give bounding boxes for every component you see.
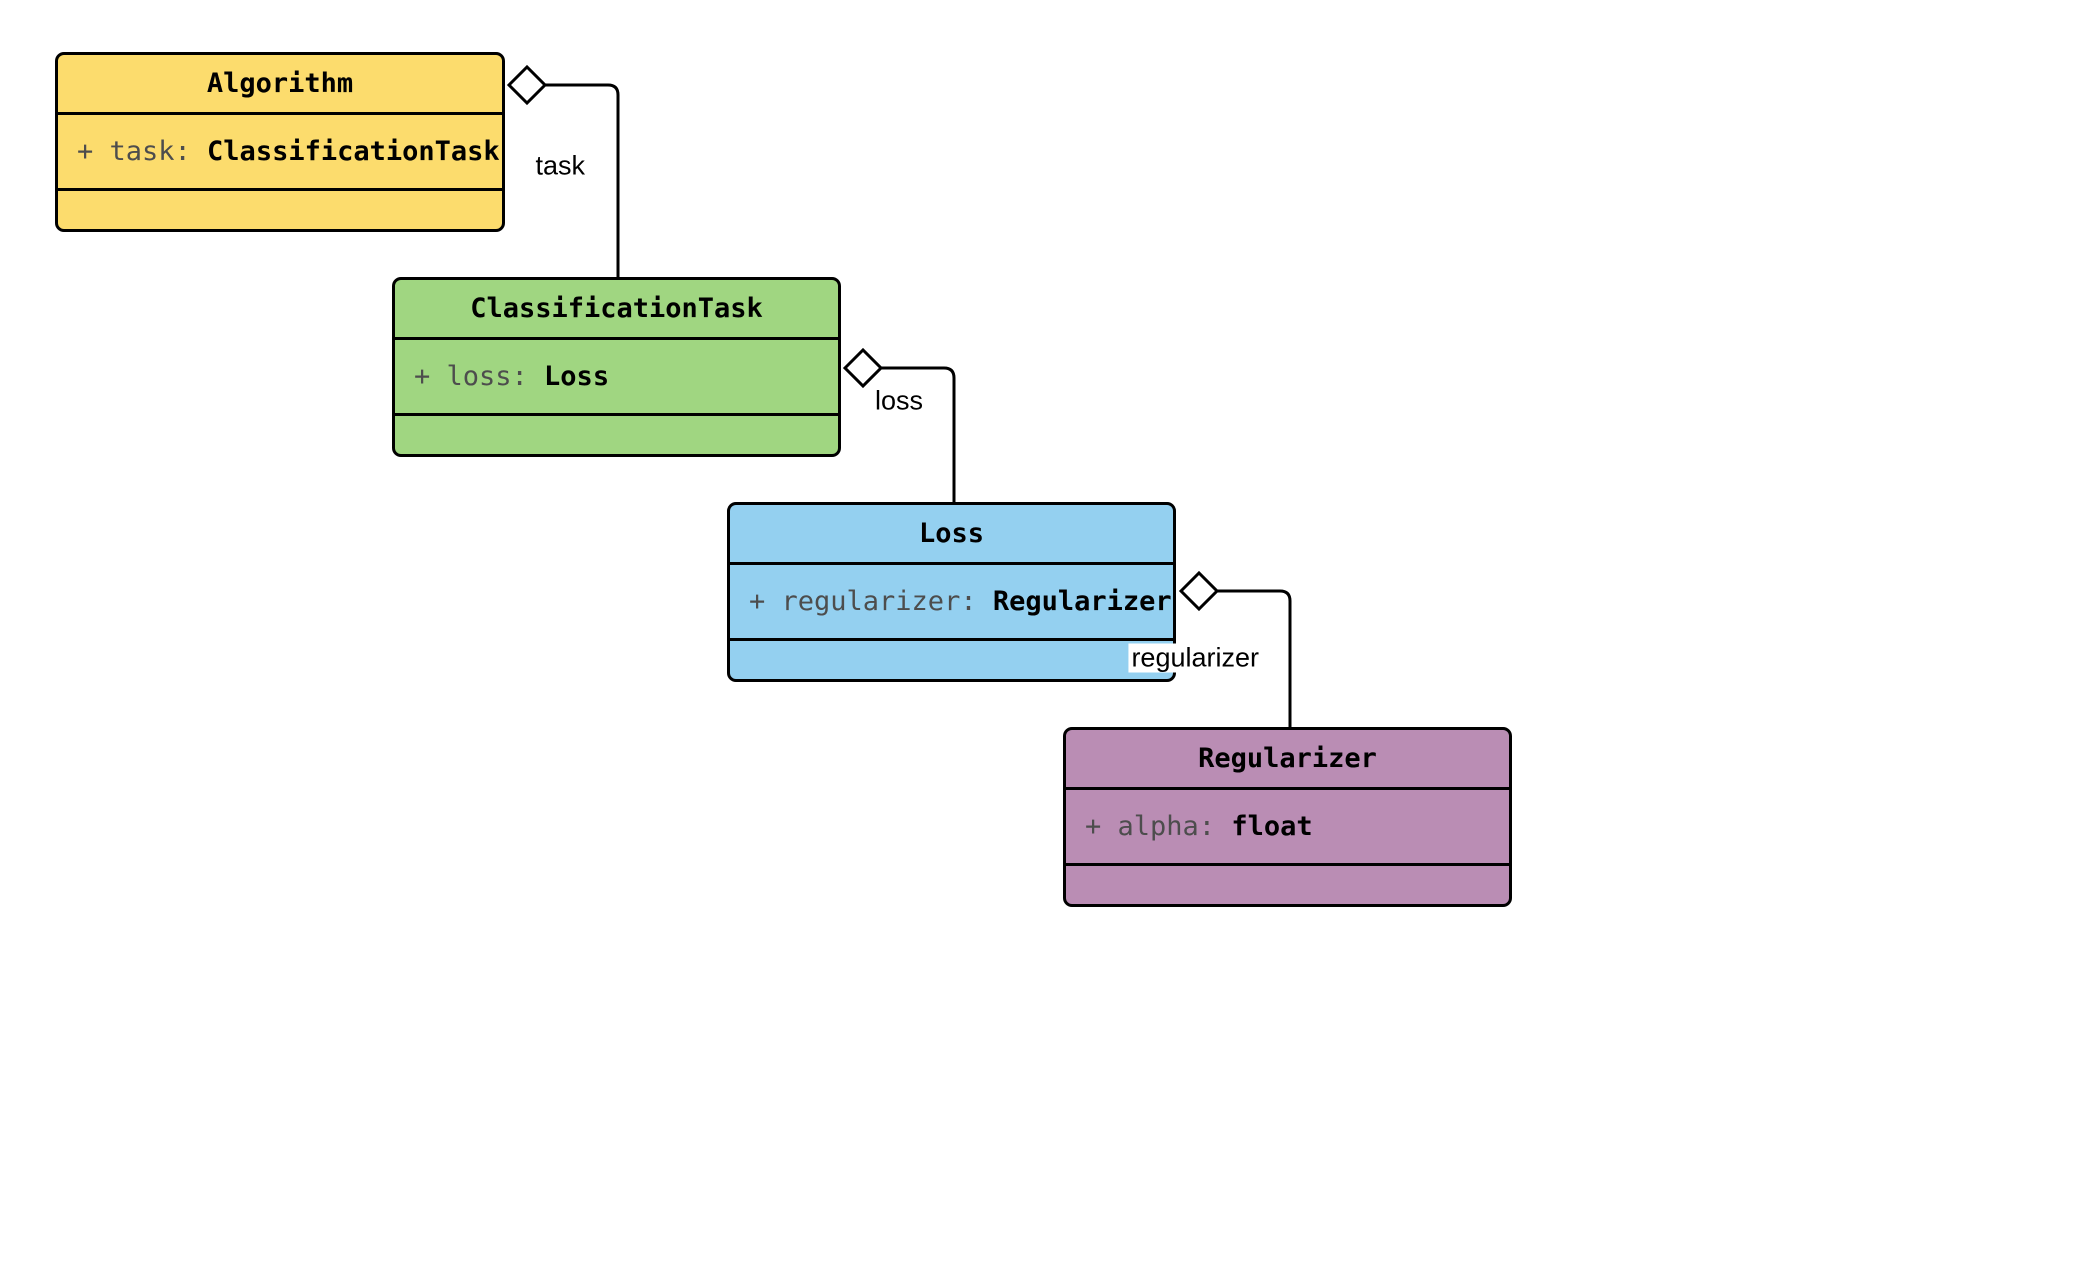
aggregation-diamond-icon bbox=[506, 64, 548, 106]
class-methods-compartment bbox=[730, 641, 1173, 679]
attribute-signature: + regularizer: bbox=[749, 586, 993, 617]
attribute-type: Loss bbox=[544, 361, 610, 392]
relation-label-regularizer: regularizer bbox=[1128, 643, 1262, 673]
class-name-algorithm: Algorithm bbox=[58, 55, 502, 115]
class-methods-compartment bbox=[58, 191, 502, 229]
attribute-type: ClassificationTask bbox=[207, 136, 500, 167]
attribute-type: Regularizer bbox=[992, 586, 1172, 617]
class-attribute-row: + regularizer: Regularizer bbox=[730, 565, 1173, 641]
relation-loss bbox=[842, 347, 956, 502]
class-box-classification-task[interactable]: ClassificationTask + loss: Loss bbox=[392, 277, 841, 457]
aggregation-diamond-icon bbox=[1178, 570, 1220, 612]
class-name-loss: Loss bbox=[730, 505, 1173, 565]
class-name-regularizer: Regularizer bbox=[1066, 730, 1509, 790]
relation-label-task: task bbox=[532, 151, 588, 181]
class-box-loss[interactable]: Loss + regularizer: Regularizer bbox=[727, 502, 1176, 682]
attribute-signature: + task: bbox=[77, 136, 208, 167]
class-methods-compartment bbox=[395, 416, 838, 454]
attribute-signature: + loss: bbox=[414, 361, 545, 392]
relation-task-line bbox=[545, 83, 620, 277]
class-methods-compartment bbox=[1066, 866, 1509, 904]
class-attribute-row: + task: ClassificationTask bbox=[58, 115, 502, 191]
class-box-regularizer[interactable]: Regularizer + alpha: float bbox=[1063, 727, 1512, 907]
aggregation-diamond-icon bbox=[842, 347, 884, 389]
class-name-classification-task: ClassificationTask bbox=[395, 280, 838, 340]
attribute-signature: + alpha: bbox=[1085, 811, 1232, 842]
relation-label-loss: loss bbox=[871, 386, 926, 416]
class-attribute-row: + loss: Loss bbox=[395, 340, 838, 416]
attribute-type: float bbox=[1231, 811, 1313, 842]
class-attribute-row: + alpha: float bbox=[1066, 790, 1509, 866]
class-box-algorithm[interactable]: Algorithm + task: ClassificationTask bbox=[55, 52, 505, 232]
